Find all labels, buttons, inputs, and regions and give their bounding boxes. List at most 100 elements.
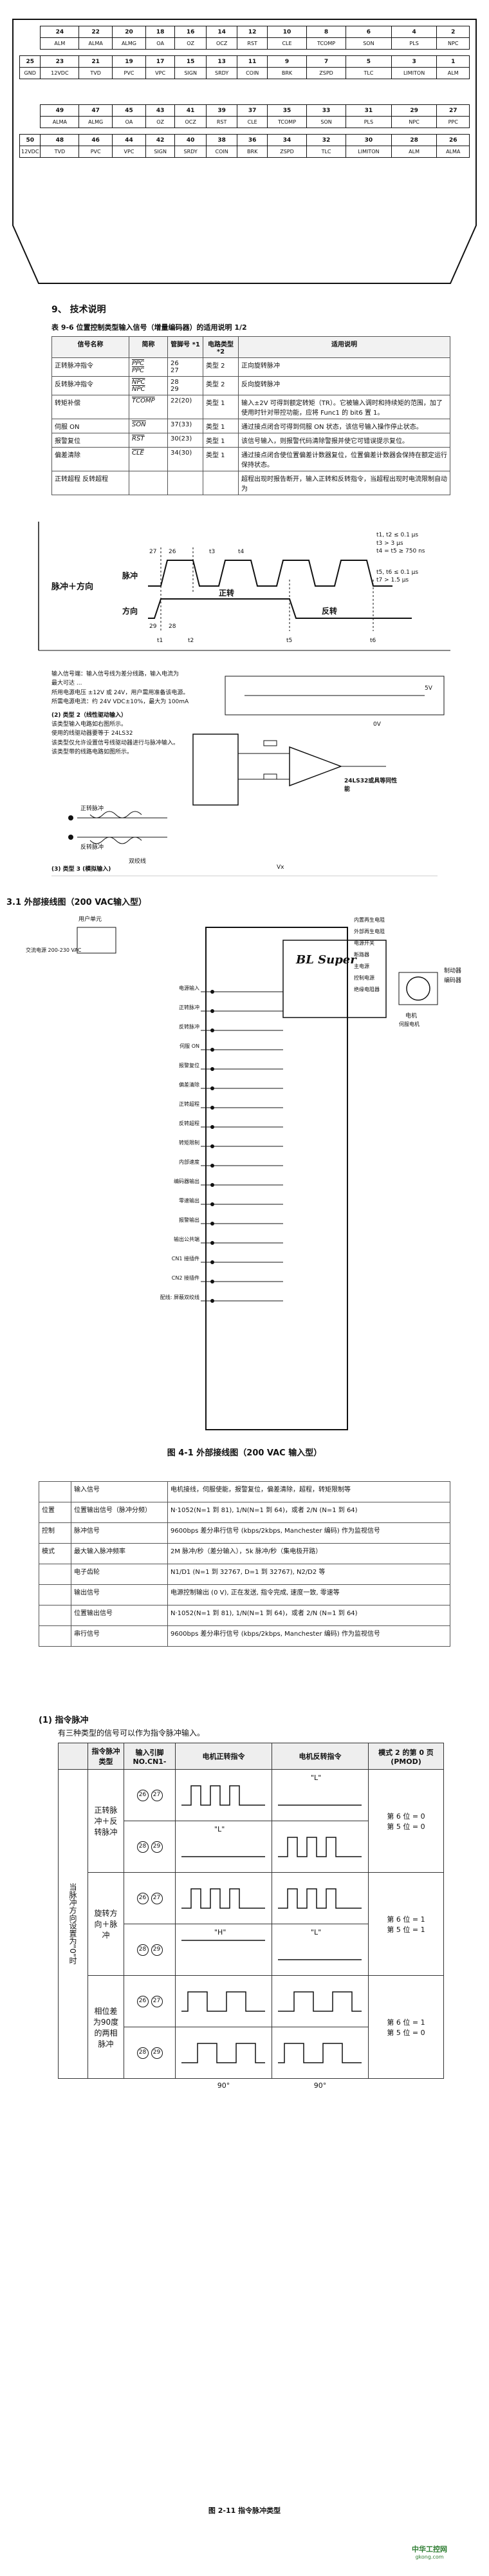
pulse-mode-line: 第 5 位 = 0 [387, 2028, 425, 2037]
section9-cell: 类型 2 [203, 376, 239, 395]
io-cell: 电子齿轮 [71, 1564, 168, 1585]
wiring-terminal [210, 1086, 214, 1090]
type2-heading: (2) 类型 2（线性驱动输入） [51, 712, 127, 719]
section9-cell: 反转脉冲指令 [51, 376, 129, 395]
type2-neg-label: 反转脉冲 [80, 844, 104, 851]
pin-signal: PPC [436, 116, 470, 128]
wiring-note: 电源输入 [179, 985, 199, 991]
section9-heading: 9、 技术说明 [51, 305, 106, 315]
pin-signal: SON [306, 116, 347, 128]
section9-cell-text: 正转脉冲指令 [55, 363, 93, 370]
pulse-wave-cell [175, 1975, 272, 2027]
pin-number: 42 [145, 134, 176, 146]
pin-signal: LIMITON [391, 67, 438, 79]
pin-signal: LIMITON [346, 146, 392, 158]
pulse-mode-line: 第 6 位 = 1 [387, 2018, 425, 2027]
wiring-right-note: 内置再生电阻 [354, 917, 385, 923]
pin-number: 39 [205, 104, 238, 117]
section9-cell: SON [129, 419, 168, 433]
section9-cell: 正向旋转脉冲 [238, 357, 450, 377]
pin-signal: ALMA [40, 116, 80, 128]
wave-level-label: "H" [214, 1928, 226, 1937]
section9-cell-text: NPC [132, 379, 145, 386]
io-cell [39, 1564, 71, 1585]
pulse-heading: (1) 指令脉冲 [39, 1716, 89, 1725]
io-cell: 控制 [39, 1522, 71, 1544]
pulse-wave-cell [272, 1975, 369, 2027]
pin-signal: NPC [436, 37, 470, 50]
pin-number: 30 [346, 134, 392, 146]
watermark-text: 中华工控网 [412, 2545, 447, 2553]
pin-number: 38 [205, 134, 238, 146]
timing-direction-label: 方向 [122, 607, 138, 616]
pin-number: 16 [174, 26, 207, 38]
pin-circle: 29 [151, 2047, 163, 2059]
pin-number: 19 [112, 55, 146, 68]
wiring-note: 正转脉冲 [179, 1005, 199, 1010]
pulse-left-label: 当脉冲方向设置为"0"时 [58, 1769, 88, 2079]
section9-cell-text: 28 [171, 379, 179, 386]
pin-gap [20, 79, 470, 105]
pin-number: 28 [391, 134, 438, 146]
tech-section: 9、 技术说明 表 9-6 位置控制类型输入信号（增量编码器）的适用说明 1/2… [0, 303, 489, 502]
pulse-section: (1) 指令脉冲 有三种类型的信号可以作为指令脉冲输入。 指令脉冲类型 输入引脚… [0, 1713, 489, 2531]
wiring-terminal [210, 1280, 214, 1283]
wiring-section: 3.1 外部接线图（200 VAC输入型） BL Super 用户单元 交流电源… [0, 895, 489, 1462]
pin-number: 33 [306, 104, 347, 117]
pin-circle: 26 [136, 1789, 149, 1801]
pin-signal: ALM [436, 67, 470, 79]
wiring-note: 报警复位 [179, 1063, 199, 1068]
section9-cell-text: SON [132, 421, 146, 428]
col-header: 适用说明 [238, 336, 450, 358]
pulse-table: 指令脉冲类型 输入引脚 NO.CN1- 电机正转指令 电机反转指令 模式 2 的… [58, 1743, 444, 2092]
col-header: 电路类型*2 [203, 336, 239, 358]
section9-cell-text: 27 [171, 367, 179, 374]
pulse-wave-cell [272, 2027, 369, 2079]
pin-number: 6 [346, 26, 392, 38]
pin-number: 50 [19, 134, 41, 146]
timing-t5: t5 [286, 638, 293, 644]
io-cell: N·1052(N=1 到 81), 1/N(N=1 到 64)，或者 2/N (… [167, 1605, 450, 1626]
section9-cell: 类型 1 [203, 395, 239, 419]
section9-cell-text: CLE [132, 450, 144, 457]
pulse-header-row: 指令脉冲类型 输入引脚 NO.CN1- 电机正转指令 电机反转指令 模式 2 的… [58, 1743, 444, 1770]
pin-spacer [20, 38, 41, 50]
io-cell: 位置输出信号（脉冲分频） [71, 1502, 168, 1523]
pin-number: 26 [436, 134, 470, 146]
pin-number: 3 [391, 55, 438, 68]
io-cell: 9600bps 差分串行信号 (kbps/2kbps, Manchester 编… [167, 1522, 450, 1544]
pin-gap-cell [20, 79, 470, 105]
pulse-mode-line: 第 6 位 = 0 [387, 1812, 425, 1821]
section9-cell-text: 偏差清除 [55, 452, 80, 459]
wiring-terminal [210, 1009, 214, 1013]
pin-number: 49 [40, 104, 80, 117]
pin-circle: 26 [136, 1995, 149, 2007]
pulse-wave-cell: "H" [175, 1924, 272, 1976]
section9-row: 正转超程 反转超程超程出现时报告断开，输入正转和反转指令，当超程出现时电流限制自… [51, 471, 450, 495]
io-cell: 电机接线，伺服使能，报警复位，偏差清除，超程，转矩限制等 [167, 1481, 450, 1502]
pin-circle: 27 [151, 1789, 163, 1801]
wiring-note: 正转超程 [179, 1101, 199, 1107]
pulse-wave-cell: "L" [272, 1924, 369, 1976]
pin-signal: TCOMP [306, 37, 347, 50]
pin-number: 24 [40, 26, 80, 38]
io-section: 输入信号电机接线，伺服使能，报警复位，偏差清除，超程，转矩限制等位置位置输出信号… [0, 1481, 489, 1694]
section9-cell-text: 输入±2V 可得到额定转矩（TR）。它被输入调时和持续矩的范围，加了使用时针对带… [241, 400, 443, 417]
section9-cell: 正转脉冲指令 [51, 357, 129, 377]
section9-cell-text: 通过接点闭合可得到伺服 ON 状态，该信号输入操作停止状态。 [241, 424, 423, 431]
wiring-note: 转矩限制 [179, 1140, 199, 1146]
io-cell [39, 1625, 71, 1647]
pulse-deg-cell: 90° [313, 2081, 327, 2090]
section9-cell-text: 类型 2 [206, 363, 225, 370]
wiring-note: 反转超程 [179, 1121, 199, 1126]
io-row: 输入信号电机接线，伺服使能，报警复位，偏差清除，超程，转矩限制等 [39, 1481, 450, 1502]
